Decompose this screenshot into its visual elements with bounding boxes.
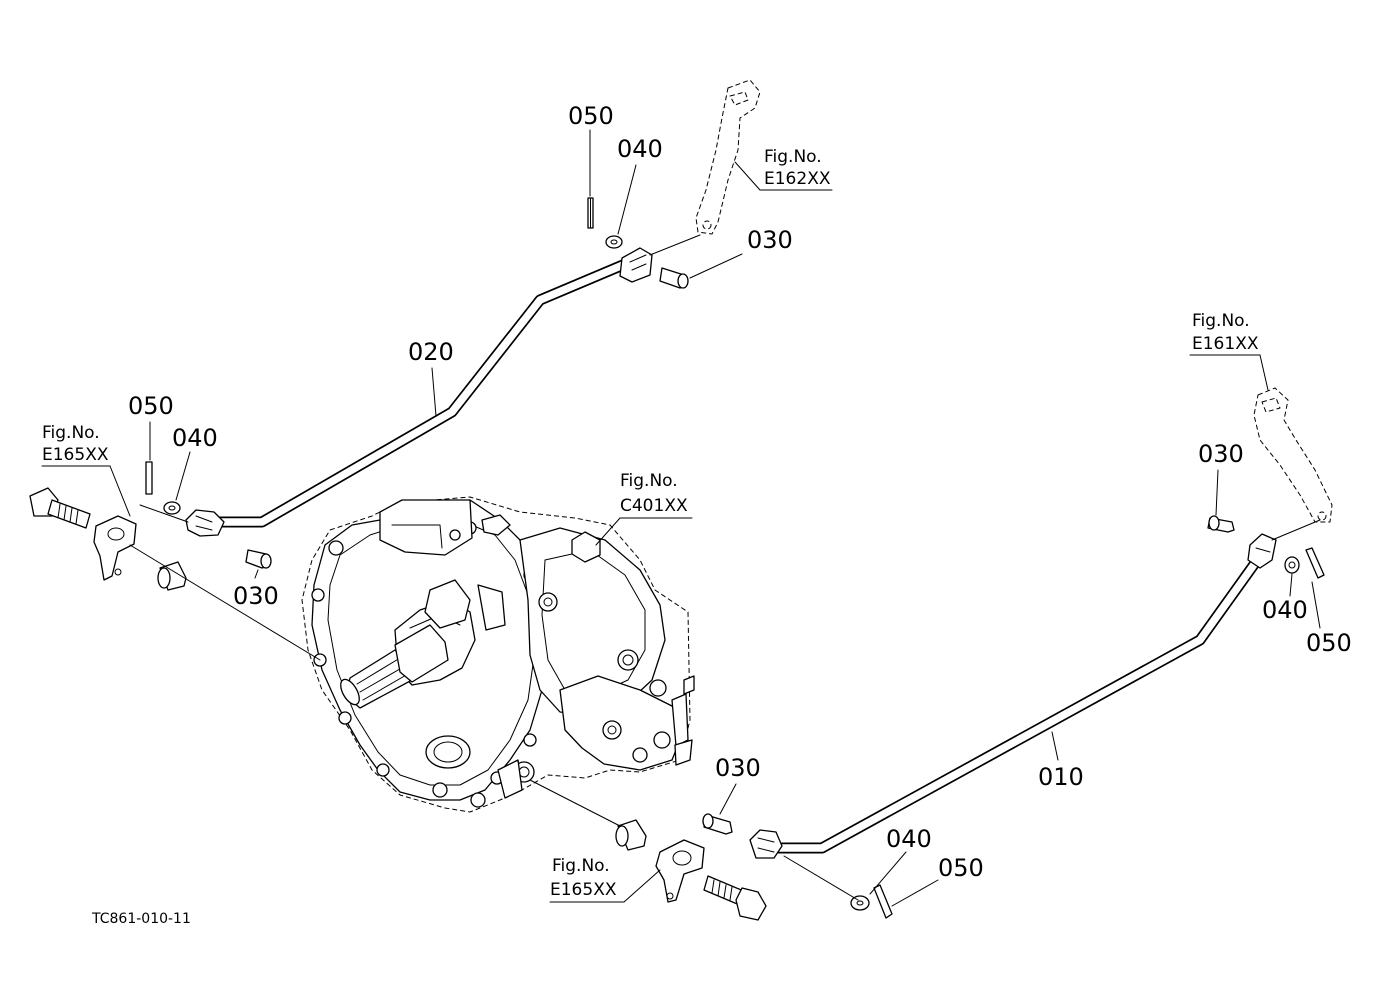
rod-010-clevis-lower [749, 829, 783, 859]
fig-ref-e165-left-code: E165XX [42, 445, 109, 465]
rod-020-clevis-upper [619, 234, 701, 283]
fig-ref-e165-bottom-code: E165XX [550, 880, 617, 900]
washer-040-top [605, 235, 623, 249]
pedal-lever-upper [695, 79, 761, 235]
part-label-050-bottom: 050 [938, 854, 984, 882]
pin-050-bottom [873, 884, 893, 919]
part-label-040-top: 040 [617, 135, 663, 163]
transmission-housing [301, 496, 695, 813]
drawing-code: TC861-010-11 [91, 911, 191, 927]
fig-ref-e161-code: E161XX [1192, 334, 1259, 354]
fig-ref-e161-label: Fig.No. [1192, 311, 1250, 331]
part-label-050-right: 050 [1306, 629, 1352, 657]
fig-ref-e165-bottom-label: Fig.No. [552, 856, 610, 876]
pedal-lever-right [1253, 387, 1333, 523]
pin-030-right [1207, 515, 1235, 533]
rod-020-clevis-left [139, 504, 225, 537]
pin-030-top [659, 267, 689, 289]
washer-040-right [1284, 556, 1300, 574]
part-label-040-left: 040 [172, 424, 218, 452]
part-label-030-bottom: 030 [715, 754, 761, 782]
leader-lines [41, 129, 1321, 907]
rod-010-clevis-upper [1247, 519, 1321, 569]
fig-ref-e162-code: E162XX [764, 169, 831, 189]
fig-ref-e165-left-label: Fig.No. [42, 423, 100, 443]
fig-ref-c401-code: C401XX [620, 496, 688, 516]
part-label-050-top: 050 [568, 102, 614, 130]
bracket-bottom [529, 779, 859, 921]
part-label-050-left: 050 [128, 392, 174, 420]
part-label-040-bottom: 040 [886, 825, 932, 853]
part-label-030-left: 030 [233, 582, 279, 610]
part-label-030-right: 030 [1198, 440, 1244, 468]
washer-040-bottom [850, 895, 870, 911]
pin-050-top [587, 197, 594, 229]
part-label-040-right: 040 [1262, 596, 1308, 624]
pin-030-bottom [702, 813, 733, 835]
washer-040-left [163, 501, 181, 515]
pin-030-left [245, 549, 272, 569]
bracket-left [29, 487, 321, 661]
pin-050-right [1305, 547, 1325, 579]
rod-010 [764, 539, 1274, 854]
fig-ref-e162-label: Fig.No. [764, 147, 822, 167]
pin-050-left [145, 461, 153, 495]
rod-020 [199, 256, 636, 528]
part-label-030-top: 030 [747, 226, 793, 254]
fig-ref-c401-label: Fig.No. [620, 471, 678, 491]
part-label-010: 010 [1038, 763, 1084, 791]
part-label-020: 020 [408, 338, 454, 366]
